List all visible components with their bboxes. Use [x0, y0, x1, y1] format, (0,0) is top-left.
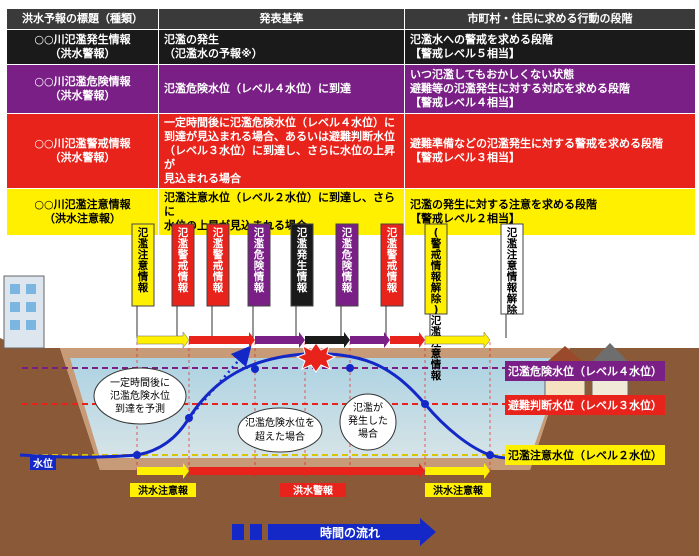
row-action: いつ氾濫してもおかしくない状態避難等の氾濫発生に対する対応を求める段階【警戒レベ… — [404, 64, 696, 114]
water-level-label: 水位 — [32, 457, 53, 470]
flag-label: 氾濫危険情報 — [341, 226, 353, 294]
flag-label: (警戒情報解除)氾濫注意情報 — [430, 227, 442, 382]
callout-exceed: 氾濫危険水位を 超えた場合 — [237, 407, 323, 453]
info-flags: 氾濫注意情報 氾濫警戒情報 氾濫警戒情報 氾濫危険情報 氾濫発生情報 氾濫危険情報 氾濫警戒… — [131, 223, 524, 382]
svg-text:場合: 場合 — [358, 427, 378, 440]
svg-text:一定時間後に: 一定時間後に — [110, 376, 170, 389]
row-action: 避難準備などの氾濫発生に対する警戒を求める段階【警戒レベル３相当】 — [404, 113, 696, 189]
row-title: ○○川氾濫危険情報（洪水警報） — [6, 64, 159, 114]
row-title: ○○川氾濫警戒情報（洪水警報） — [6, 113, 159, 189]
bottom-warning-bars: 洪水注意報 洪水警報 洪水注意報 — [130, 463, 491, 497]
top-timeline-arrows — [136, 331, 491, 349]
flag-8: 氾濫注意情報解除 — [500, 223, 524, 338]
embankment — [0, 338, 699, 556]
flag-label: 氾濫警戒情報 — [386, 226, 398, 294]
flag-label: 氾濫発生情報 — [296, 226, 308, 294]
flood-occurrence-burst — [295, 342, 337, 373]
flag-label: 氾濫警戒情報 — [177, 226, 189, 294]
table-row: ○○川氾濫発生情報（洪水警報） 氾濫の発生（氾濫水の予報※） 氾濫水への警戒を求… — [6, 29, 696, 65]
prediction-dotted-arrow — [188, 345, 252, 419]
callout-occur: 氾濫が 発生した 場合 — [339, 393, 397, 451]
flag-label: 氾濫注意情報解除 — [506, 226, 518, 316]
row-criteria: 一定時間後に氾濫危険水位（レベル４水位）に到達が見込まれる場合、あるいは避難判断… — [158, 113, 405, 189]
row-action: 氾濫水への警戒を求める段階【警戒レベル５相当】 — [404, 29, 696, 65]
warning-criteria-table: 洪水予報の標題（種類） 発表基準 市町村・住民に求める行動の段階 ○○川氾濫発生… — [6, 8, 696, 236]
time-flow-label: 時間の流れ — [320, 525, 380, 540]
curve-points — [133, 364, 494, 459]
flag-0: 氾濫注意情報 — [131, 223, 155, 338]
row-criteria: 氾濫注意水位（レベル２水位）に到達し、さらに水位の上昇が見込まれる場合 — [158, 188, 405, 236]
flag-label: 氾濫危険情報 — [253, 226, 265, 294]
table-row: ○○川氾濫警戒情報（洪水警報） 一定時間後に氾濫危険水位（レベル４水位）に到達が… — [6, 113, 696, 189]
svg-text:氾濫危険水位を: 氾濫危険水位を — [245, 416, 315, 429]
flag-5: 氾濫危険情報 — [335, 223, 359, 338]
row-action: 氾濫の発生に対する注意を求める段階【警戒レベル２相当】 — [404, 188, 696, 236]
flag-label: 氾濫警戒情報 — [212, 226, 224, 294]
svg-text:到達を予測: 到達を予測 — [115, 402, 165, 415]
warning-bar-label: 洪水警報 — [293, 484, 334, 497]
table-row: ○○川氾濫注意情報（洪水注意報） 氾濫注意水位（レベル２水位）に到達し、さらに水… — [6, 188, 696, 236]
flag-6: 氾濫警戒情報 — [380, 223, 404, 338]
danger-level-label: 氾濫危険水位（レベル４水位） — [508, 364, 662, 378]
row-title: ○○川氾濫発生情報（洪水警報） — [6, 29, 159, 65]
row-criteria: 氾濫危険水位（レベル４水位）に到達 — [158, 64, 405, 114]
flag-3: 氾濫危険情報 — [247, 223, 271, 338]
flag-7: (警戒情報解除)氾濫注意情報 — [424, 223, 448, 382]
callout-predict: 一定時間後に 氾濫危険水位 到達を予測 — [93, 367, 187, 425]
row-title: ○○川氾濫注意情報（洪水注意報） — [6, 188, 159, 236]
level-labels: 氾濫危険水位（レベル４水位） 避難判断水位（レベル３水位） 氾濫注意水位（レベル… — [505, 361, 665, 465]
caution-bar-label-2: 洪水注意報 — [433, 484, 484, 497]
row-criteria: 氾濫の発生（氾濫水の予報※） — [158, 29, 405, 65]
flag-1: 氾濫警戒情報 — [171, 223, 195, 338]
time-flow-arrow: 時間の流れ — [232, 518, 436, 546]
flag-4: 氾濫発生情報 — [290, 223, 314, 338]
caution-level-label: 氾濫注意水位（レベル２水位） — [508, 448, 662, 462]
svg-text:氾濫危険水位: 氾濫危険水位 — [110, 389, 170, 402]
building-left — [3, 275, 45, 349]
svg-text:発生した: 発生した — [348, 414, 388, 427]
header-action: 市町村・住民に求める行動の段階 — [404, 8, 696, 30]
svg-text:超えた場合: 超えた場合 — [255, 430, 305, 443]
water-body — [70, 358, 565, 458]
table-row: ○○川氾濫危険情報（洪水警報） 氾濫危険水位（レベル４水位）に到達 いつ氾濫して… — [6, 64, 696, 114]
judgment-level-label: 避難判断水位（レベル３水位） — [508, 398, 662, 412]
header-criteria: 発表基準 — [158, 8, 405, 30]
header-type: 洪水予報の標題（種類） — [6, 8, 159, 30]
flag-label: 氾濫注意情報 — [138, 226, 149, 294]
svg-text:氾濫が: 氾濫が — [353, 401, 383, 414]
caution-bar-label-1: 洪水注意報 — [138, 484, 189, 497]
flood-stage-diagram: 水位 氾濫注意情報氾濫警戒情報氾濫警戒情報氾濫危険情報氾濫発生情報氾濫危険情報氾… — [0, 223, 699, 556]
flag-2: 氾濫警戒情報 — [206, 223, 230, 338]
